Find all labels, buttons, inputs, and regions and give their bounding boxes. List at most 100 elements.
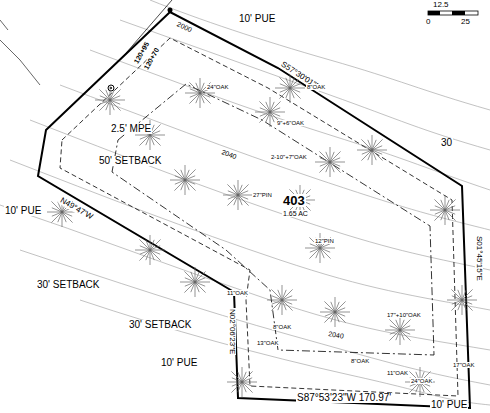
tree-ray [259, 101, 270, 112]
tree-ray [195, 282, 199, 292]
tree-ray [320, 248, 321, 263]
plat-label: S01°45'15"E [475, 235, 483, 282]
plat-label: 10' PUE [430, 400, 468, 410]
tree-ray [335, 297, 336, 312]
plat-label: 11"OAK [226, 290, 249, 296]
tree-ray [290, 88, 291, 103]
tree-ray [185, 180, 186, 195]
tree-ray [290, 88, 305, 89]
scale-bar [428, 11, 478, 15]
tree-ray [330, 147, 331, 162]
plat-label: 30' SETBACK [128, 320, 193, 330]
tree-ray [319, 151, 330, 162]
plat-label: 2040 [220, 148, 239, 161]
tree-ray [184, 271, 195, 282]
tree-ray [282, 285, 283, 300]
tree-ray [271, 300, 282, 311]
plat-label: 2040 [327, 330, 346, 340]
plat-label: 17"+10"OAK [386, 312, 422, 318]
tree-ray [445, 195, 446, 210]
tree-ray [282, 300, 283, 315]
tree-ray [242, 382, 253, 393]
tree-ray [139, 135, 150, 146]
tree-ray [282, 300, 286, 310]
tree-ray [110, 100, 114, 110]
tree-ray [140, 250, 150, 254]
tree-ray [146, 240, 150, 250]
tree-ray [234, 185, 238, 195]
tree-ray [238, 372, 242, 382]
tree-ray [400, 330, 411, 341]
tree-ray [305, 248, 320, 249]
tree-ray [310, 248, 320, 252]
tree-ray [396, 320, 400, 330]
tree-ray [227, 382, 242, 383]
tree-ray [51, 212, 62, 223]
tree-symbols [47, 73, 477, 397]
tree-ray [270, 108, 280, 112]
tree-ray [420, 382, 421, 397]
tree-ray [325, 312, 335, 316]
tree-ray [238, 180, 239, 195]
plat-label: 8"OAK [350, 358, 370, 364]
tree-ray [185, 180, 200, 181]
tree-ray [400, 326, 410, 330]
tree-ray [110, 89, 121, 100]
tree-ray [195, 271, 206, 282]
tree-ray [195, 282, 210, 283]
tree-ray [270, 112, 271, 127]
tree-ray [445, 210, 449, 220]
tree-ray [135, 250, 150, 251]
tree-ray [184, 282, 195, 293]
tree-ray [242, 367, 243, 382]
tree-ray [320, 244, 330, 248]
tree-ray [185, 282, 195, 286]
tree-ray [441, 200, 445, 210]
tree-ray [191, 272, 195, 282]
lot-boundary [38, 12, 470, 408]
tree-ray [462, 300, 473, 311]
tree-ray [150, 239, 161, 250]
tree-ray [361, 150, 372, 161]
tree-ray [200, 93, 211, 104]
tree-ray [315, 162, 330, 163]
tree-ray [451, 300, 462, 311]
tree-ray [270, 97, 271, 112]
tree-ray [462, 300, 466, 310]
tree-ray [445, 210, 456, 221]
tree-ray [150, 135, 154, 145]
tree-ray [185, 180, 189, 190]
tree-ray [368, 140, 372, 150]
tree-ray [324, 301, 335, 312]
plat-label: 403 [282, 194, 306, 207]
tree-ray [189, 82, 200, 93]
tree-ray [223, 195, 238, 196]
tree-ray [185, 169, 196, 180]
tree-ray [462, 285, 463, 300]
tree-ray [195, 282, 206, 293]
tree-ray [190, 93, 200, 97]
tree-ray [267, 300, 282, 301]
plat-label: 8"OAK [306, 84, 326, 90]
tree-ray [462, 296, 472, 300]
tree-ray [238, 195, 239, 210]
plat-label: 30 [440, 138, 453, 148]
tree-ray [238, 195, 242, 205]
tree-ray [445, 210, 460, 211]
tree-ray [320, 248, 324, 258]
tree-ray [272, 300, 282, 304]
tree-ray [330, 158, 340, 162]
plat-label: 24"OAK [206, 84, 229, 90]
tree-ray [282, 289, 293, 300]
plat-label: 10' PUE [4, 206, 42, 216]
tree-ray [62, 212, 63, 227]
plat-label: 50' SETBACK [98, 156, 163, 166]
tree-ray [400, 330, 401, 345]
plat-label: 2-10"+7"OAK [270, 154, 308, 160]
tree-ray [150, 250, 165, 251]
tree-ray [271, 289, 282, 300]
tree-ray [270, 112, 274, 122]
plat-label: 9"+6"OAK [276, 120, 305, 126]
tree-ray [320, 248, 335, 249]
